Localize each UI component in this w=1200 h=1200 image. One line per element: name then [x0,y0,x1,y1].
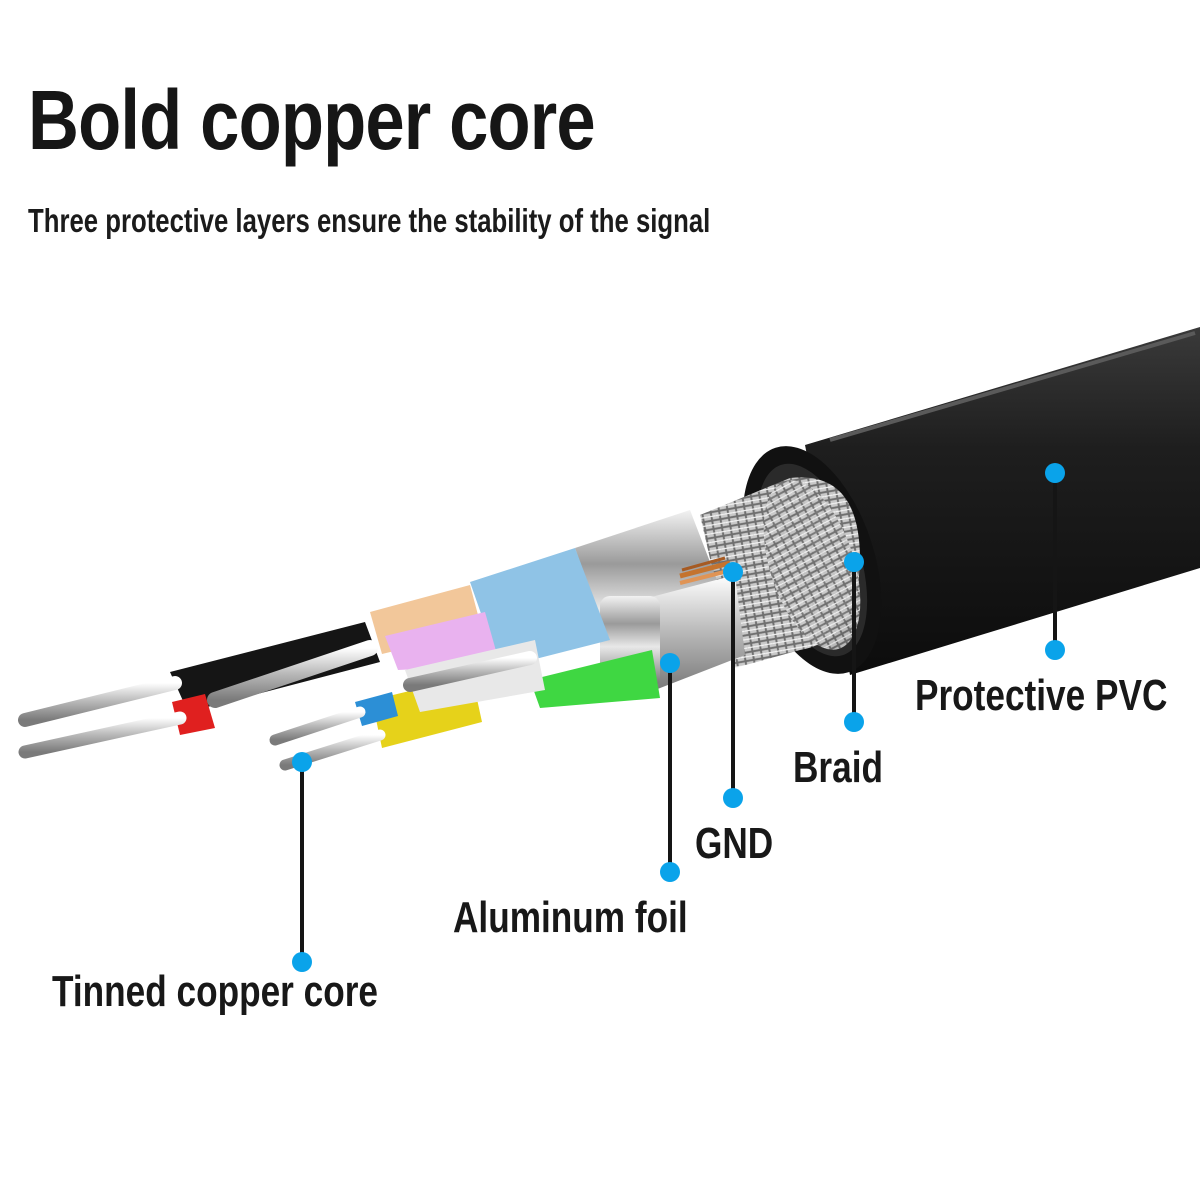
marker-dot-gnd-top [723,562,743,582]
label-markers [292,463,1065,972]
leader-lines [300,473,1057,962]
marker-dot-braid-bottom [844,712,864,732]
marker-dot-pvc-top [1045,463,1065,483]
tinned-copper-strands [18,640,537,771]
marker-dot-foil-top [660,653,680,673]
marker-dot-braid-top [844,552,864,572]
marker-dot-foil-bottom [660,862,680,882]
label-aluminum-foil: Aluminum foil [453,893,688,942]
page-title: Bold copper core [28,73,596,167]
label-protective-pvc: Protective PVC [915,671,1168,720]
page-subtitle: Three protective layers ensure the stabi… [28,202,711,239]
inner-wires [170,548,660,748]
marker-dot-core-bottom [292,952,312,972]
label-braid: Braid [793,743,883,792]
marker-dot-pvc-bottom [1045,640,1065,660]
marker-dot-gnd-bottom [723,788,743,808]
marker-dot-core-top [292,752,312,772]
gnd-strands [679,556,731,585]
label-tinned-copper-core: Tinned copper core [52,967,378,1016]
label-gnd: GND [695,819,774,868]
